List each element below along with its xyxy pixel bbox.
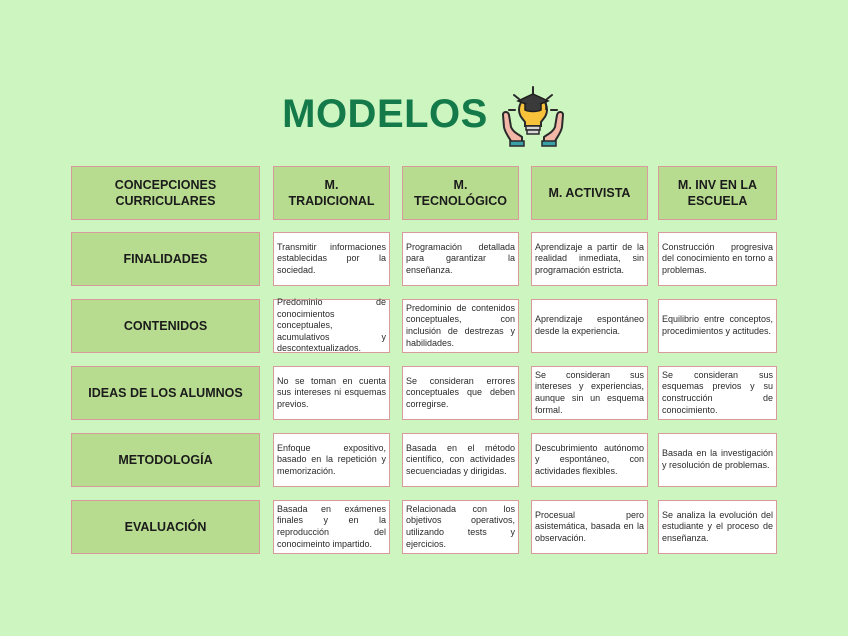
header-m-tradicional: M. TRADICIONAL <box>273 166 390 220</box>
row-label-ideas-alumnos: IDEAS DE LOS ALUMNOS <box>71 366 260 420</box>
table-cell: Predominio de conocimientos conceptuales… <box>273 297 390 354</box>
cell-text: Basada en exámenes finales y en la repro… <box>277 503 386 549</box>
cell-text: Basada en la investigación y resolución … <box>662 448 773 470</box>
cell-text: Predominio de conocimientos conceptuales… <box>277 297 386 354</box>
header-label: M. INV EN LA ESCUELA <box>677 178 758 208</box>
header-label: CONCEPCIONES CURRICULARES <box>114 178 217 208</box>
table-cell: Basada en el método científico, con acti… <box>402 433 519 487</box>
header-label: M. TRADICIONAL <box>288 178 375 208</box>
cell-text: Aprendizaje espontáneo desde la experien… <box>535 314 644 336</box>
cell-text: Aprendizaje a partir de la realidad inme… <box>535 241 644 275</box>
header-concepciones: CONCEPCIONES CURRICULARES <box>71 166 260 220</box>
lightbulb-graduation-hands-icon <box>501 86 564 147</box>
table-cell: Basada en exámenes finales y en la repro… <box>273 500 390 554</box>
cell-text: Descubrimiento autónomo y espontáneo, co… <box>535 442 644 476</box>
cell-text: Se consideran errores conceptuales que d… <box>406 375 515 409</box>
row-label-contenidos: CONTENIDOS <box>71 299 260 353</box>
table-cell: Enfoque expositivo, basado en la repetic… <box>273 433 390 487</box>
page-title: MODELOS <box>282 91 488 136</box>
table-cell: Programación detallada para garantizar l… <box>402 232 519 286</box>
table-cell: Aprendizaje a partir de la realidad inme… <box>531 232 648 286</box>
table-cell: Descubrimiento autónomo y espontáneo, co… <box>531 433 648 487</box>
row-label: FINALIDADES <box>123 252 208 266</box>
table-cell: Equilibrio entre conceptos, procedimient… <box>658 299 777 353</box>
cell-text: Programación detallada para garantizar l… <box>406 241 515 275</box>
table-cell: Se consideran sus intereses y experienci… <box>531 366 648 420</box>
table-cell: Transmitir informaciones establecidas po… <box>273 232 390 286</box>
header-label: M. TECNOLÓGICO <box>413 178 508 208</box>
cell-text: Equilibrio entre conceptos, procedimient… <box>662 314 773 336</box>
table-cell: Aprendizaje espontáneo desde la experien… <box>531 299 648 353</box>
row-label: CONTENIDOS <box>123 319 208 333</box>
cell-text: Transmitir informaciones establecidas po… <box>277 241 386 275</box>
cell-text: Relacionada con los objetivos operativos… <box>406 503 515 549</box>
header-label: M. ACTIVISTA <box>548 186 631 200</box>
cell-text: Construcción progresiva del conocimiento… <box>662 241 773 275</box>
table-cell: Predominio de contenidos conceptuales, c… <box>402 299 519 353</box>
table-cell: Basada en la investigación y resolución … <box>658 433 777 487</box>
cell-text: Se consideran sus esquemas previos y su … <box>662 369 773 415</box>
row-label: EVALUACIÓN <box>124 520 207 534</box>
row-label-metodologia: METODOLOGÍA <box>71 433 260 487</box>
table-cell: Procesual pero asistemática, basada en l… <box>531 500 648 554</box>
title-area: MODELOS <box>0 78 848 150</box>
table-cell: Se consideran errores conceptuales que d… <box>402 366 519 420</box>
header-m-tecnologico: M. TECNOLÓGICO <box>402 166 519 220</box>
cell-text: Procesual pero asistemática, basada en l… <box>535 509 644 543</box>
table-cell: Se consideran sus esquemas previos y su … <box>658 366 777 420</box>
cell-text: Enfoque expositivo, basado en la repetic… <box>277 442 386 476</box>
table-cell: Construcción progresiva del conocimiento… <box>658 232 777 286</box>
header-m-activista: M. ACTIVISTA <box>531 166 648 220</box>
row-label: IDEAS DE LOS ALUMNOS <box>88 386 243 400</box>
cell-text: Predominio de contenidos conceptuales, c… <box>406 302 515 348</box>
table-cell: No se toman en cuenta sus intereses ni e… <box>273 366 390 420</box>
cell-text: Se analiza la evolución del estudiante y… <box>662 509 773 543</box>
cell-text: No se toman en cuenta sus intereses ni e… <box>277 375 386 409</box>
cell-text: Basada en el método científico, con acti… <box>406 442 515 476</box>
row-label-evaluacion: EVALUACIÓN <box>71 500 260 554</box>
header-m-inv-escuela: M. INV EN LA ESCUELA <box>658 166 777 220</box>
table-cell: Se analiza la evolución del estudiante y… <box>658 500 777 554</box>
cell-text: Se consideran sus intereses y experienci… <box>535 369 644 415</box>
row-label-finalidades: FINALIDADES <box>71 232 260 286</box>
row-label: METODOLOGÍA <box>118 453 213 467</box>
table-cell: Relacionada con los objetivos operativos… <box>402 500 519 554</box>
